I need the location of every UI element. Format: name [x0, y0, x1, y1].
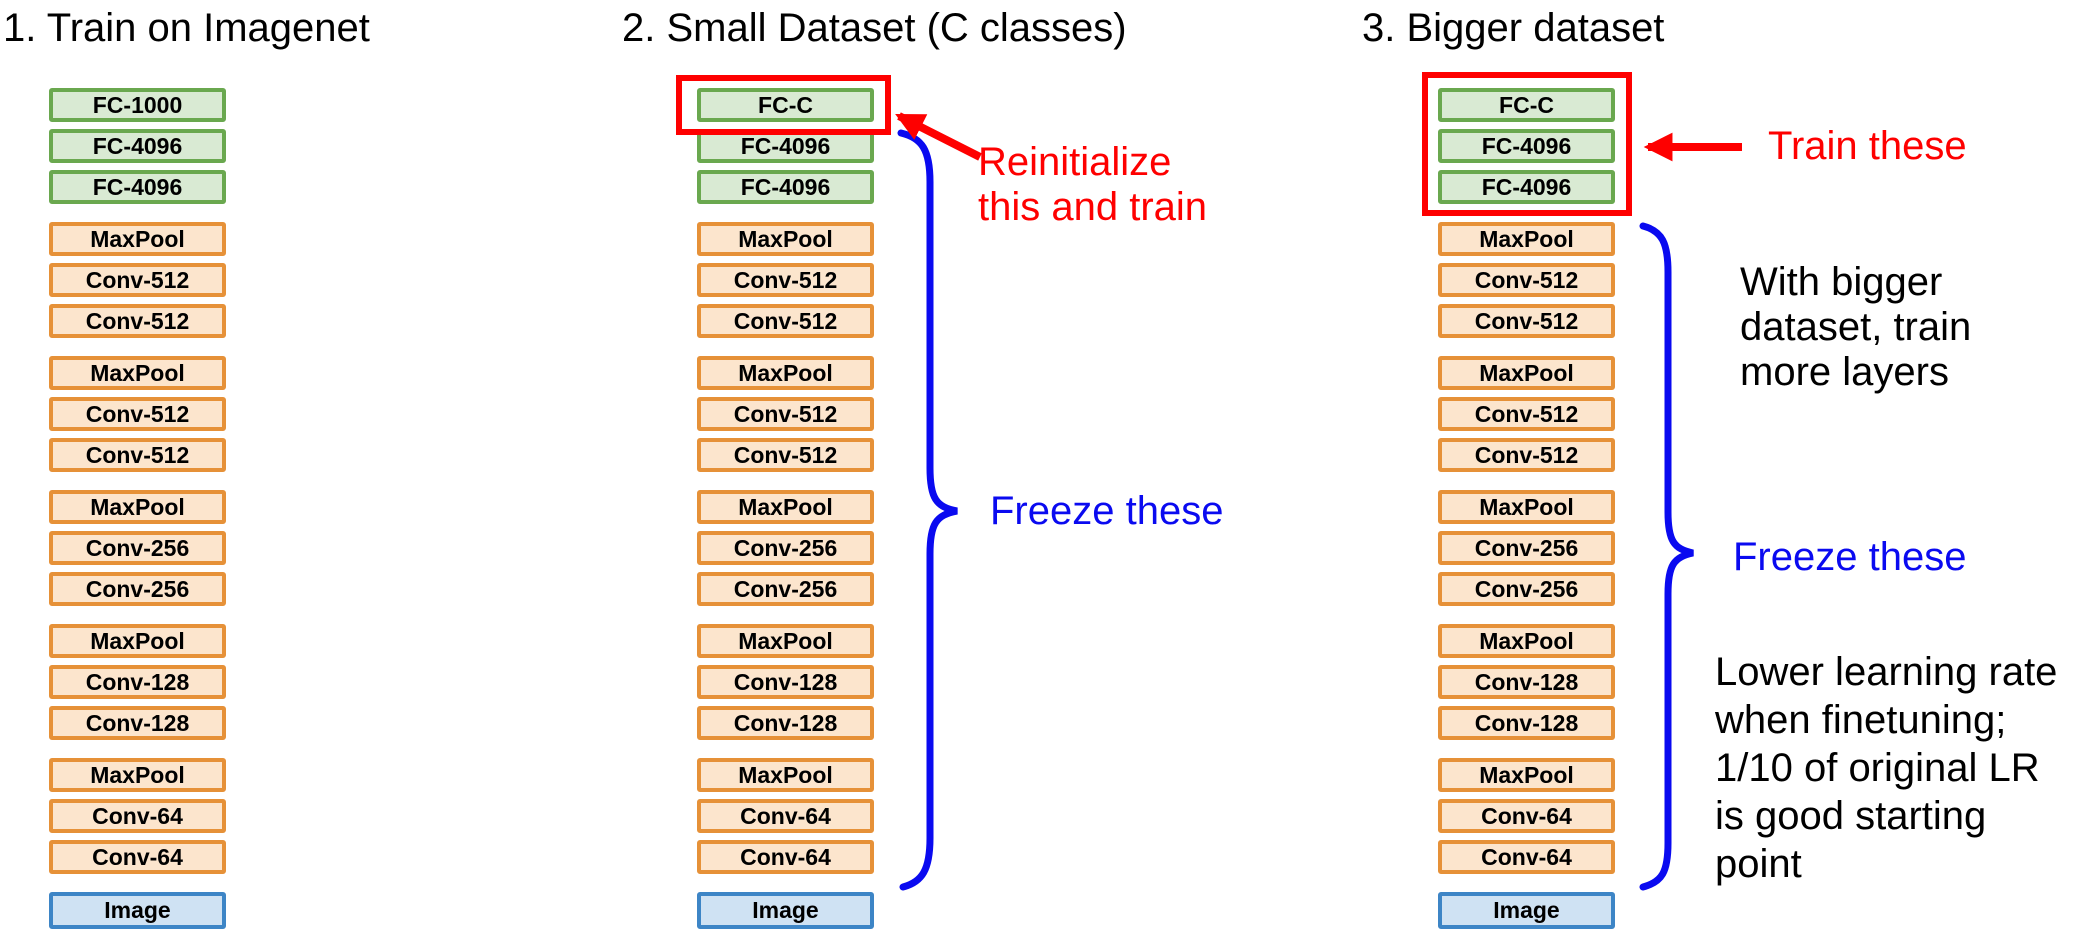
layer-box-conv-128: Conv-128 — [49, 706, 226, 740]
freeze-brace-icon — [1639, 222, 1694, 891]
layer-box-conv-256: Conv-256 — [49, 572, 226, 606]
layer-box-conv-64: Conv-64 — [1438, 799, 1615, 833]
layer-box-conv-512: Conv-512 — [49, 263, 226, 297]
column-title-bigger-dataset: 3. Bigger dataset — [1362, 6, 1665, 50]
layer-box-conv-128: Conv-128 — [697, 706, 874, 740]
layer-box-fc-4096: FC-4096 — [697, 170, 874, 204]
layer-box-conv-64: Conv-64 — [697, 840, 874, 874]
layer-box-conv-256: Conv-256 — [1438, 531, 1615, 565]
layer-box-conv-128: Conv-128 — [1438, 706, 1615, 740]
layer-box-maxpool: MaxPool — [697, 624, 874, 658]
layer-box-image: Image — [1438, 892, 1615, 929]
layer-box-conv-64: Conv-64 — [1438, 840, 1615, 874]
train-these-label: Train these — [1768, 124, 1967, 168]
learning-rate-note: Lower learning rate when finetuning; 1/1… — [1715, 650, 2058, 886]
layer-box-conv-256: Conv-256 — [697, 531, 874, 565]
layer-box-maxpool: MaxPool — [697, 490, 874, 524]
reinitialize-note: Reinitialize this and train — [978, 140, 1208, 229]
layer-box-maxpool: MaxPool — [49, 222, 226, 256]
column-title-small-dataset: 2. Small Dataset (C classes) — [622, 6, 1127, 50]
layer-box-conv-128: Conv-128 — [49, 665, 226, 699]
layer-box-maxpool: MaxPool — [49, 490, 226, 524]
freeze-these-label: Freeze these — [990, 489, 1224, 533]
layer-box-fc-4096: FC-4096 — [49, 170, 226, 204]
layer-box-maxpool: MaxPool — [697, 356, 874, 390]
layer-box-maxpool: MaxPool — [1438, 624, 1615, 658]
layer-box-conv-128: Conv-128 — [697, 665, 874, 699]
layer-box-fc-c: FC-C — [1438, 88, 1615, 122]
layer-box-maxpool: MaxPool — [1438, 356, 1615, 390]
layer-box-conv-512: Conv-512 — [697, 397, 874, 431]
layer-box-conv-512: Conv-512 — [1438, 263, 1615, 297]
layer-box-maxpool: MaxPool — [49, 624, 226, 658]
layer-box-conv-512: Conv-512 — [697, 263, 874, 297]
layer-box-maxpool: MaxPool — [697, 222, 874, 256]
layer-box-conv-256: Conv-256 — [697, 572, 874, 606]
layer-box-fc-4096: FC-4096 — [49, 129, 226, 163]
layer-box-conv-512: Conv-512 — [49, 397, 226, 431]
freeze-brace-icon — [897, 129, 958, 891]
layer-box-image: Image — [49, 892, 226, 929]
layer-box-conv-64: Conv-64 — [697, 799, 874, 833]
layer-box-maxpool: MaxPool — [1438, 490, 1615, 524]
layer-box-conv-512: Conv-512 — [1438, 397, 1615, 431]
layer-box-conv-256: Conv-256 — [1438, 572, 1615, 606]
layer-box-conv-512: Conv-512 — [1438, 304, 1615, 338]
column-title-train-imagenet: 1. Train on Imagenet — [3, 6, 370, 50]
layer-box-conv-512: Conv-512 — [697, 438, 874, 472]
layer-box-conv-64: Conv-64 — [49, 840, 226, 874]
layer-box-conv-256: Conv-256 — [49, 531, 226, 565]
layer-box-conv-512: Conv-512 — [49, 438, 226, 472]
layer-box-maxpool: MaxPool — [49, 356, 226, 390]
layer-box-fc-4096: FC-4096 — [1438, 129, 1615, 163]
red-highlight-box-fc-c — [676, 75, 891, 135]
layer-box-image: Image — [697, 892, 874, 929]
layer-box-conv-512: Conv-512 — [1438, 438, 1615, 472]
red-highlight-box-fc-layers — [1422, 72, 1632, 216]
layer-box-fc-1000: FC-1000 — [49, 88, 226, 122]
layer-box-fc-c: FC-C — [697, 88, 874, 122]
bigger-dataset-note: With bigger dataset, train more layers — [1740, 260, 1972, 394]
layer-box-maxpool: MaxPool — [697, 758, 874, 792]
layer-box-maxpool: MaxPool — [1438, 758, 1615, 792]
layer-box-conv-128: Conv-128 — [1438, 665, 1615, 699]
layer-box-fc-4096: FC-4096 — [1438, 170, 1615, 204]
freeze-these-label: Freeze these — [1733, 535, 1967, 579]
layer-box-maxpool: MaxPool — [49, 758, 226, 792]
layer-box-maxpool: MaxPool — [1438, 222, 1615, 256]
layer-box-conv-512: Conv-512 — [697, 304, 874, 338]
red-arrow-icon — [895, 112, 982, 161]
layer-box-conv-64: Conv-64 — [49, 799, 226, 833]
layer-box-conv-512: Conv-512 — [49, 304, 226, 338]
